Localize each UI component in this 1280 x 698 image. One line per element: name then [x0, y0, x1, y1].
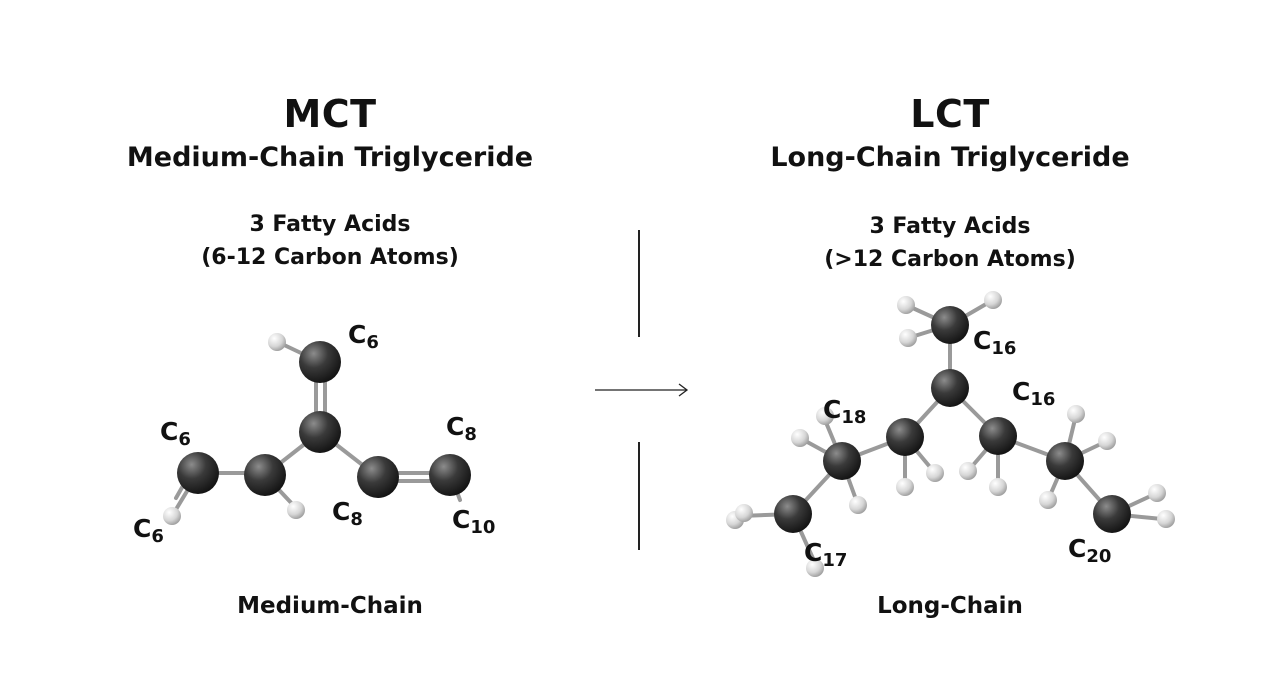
lct-molecule: C16 C16 C18 C17 C20	[726, 291, 1175, 577]
lct-label-c20: C20	[1068, 534, 1111, 567]
mct-label-c6-bottom: C6	[133, 514, 164, 547]
mct-carbon-labels: C6 C6 C6 C8 C8 C10	[133, 320, 495, 547]
arrow-right-icon	[595, 383, 689, 397]
mct-panel: MCT Medium-Chain Triglyceride 3 Fatty Ac…	[126, 92, 534, 619]
mct-label-c6-left: C6	[160, 417, 191, 450]
mct-atoms	[163, 333, 471, 525]
lct-carbon-labels: C16 C16 C18 C17 C20	[804, 326, 1111, 571]
mct-full-name: Medium-Chain Triglyceride	[126, 142, 534, 173]
lct-full-name: Long-Chain Triglyceride	[770, 142, 1130, 173]
lct-label-c17: C17	[804, 538, 847, 571]
mct-molecule: C6 C6 C6 C8 C8 C10	[133, 320, 495, 547]
mct-abbreviation: MCT	[283, 92, 377, 136]
lct-label-c16-right: C16	[1012, 377, 1055, 410]
mct-caption: Medium-Chain	[237, 593, 423, 619]
mct-label-c8-right: C8	[446, 412, 477, 445]
lct-label-c18: C18	[823, 395, 866, 428]
mct-label-c10: C10	[452, 505, 495, 538]
divider-bottom	[638, 442, 640, 550]
mct-carbon-range: (6-12 Carbon Atoms)	[201, 245, 459, 270]
lct-abbreviation: LCT	[910, 92, 990, 136]
lct-panel: LCT Long-Chain Triglyceride 3 Fatty Acid…	[620, 0, 1280, 698]
lct-fatty-acids: 3 Fatty Acids	[869, 214, 1031, 239]
mct-fatty-acids: 3 Fatty Acids	[249, 212, 411, 237]
mct-label-c6-top: C6	[348, 320, 379, 353]
lct-label-c16-top: C16	[973, 326, 1016, 359]
divider-top	[638, 230, 640, 337]
lct-atoms	[726, 291, 1175, 577]
lct-caption: Long-Chain	[877, 593, 1023, 619]
lct-carbon-range: (>12 Carbon Atoms)	[824, 247, 1076, 272]
mct-label-c8-bottom: C8	[332, 497, 363, 530]
